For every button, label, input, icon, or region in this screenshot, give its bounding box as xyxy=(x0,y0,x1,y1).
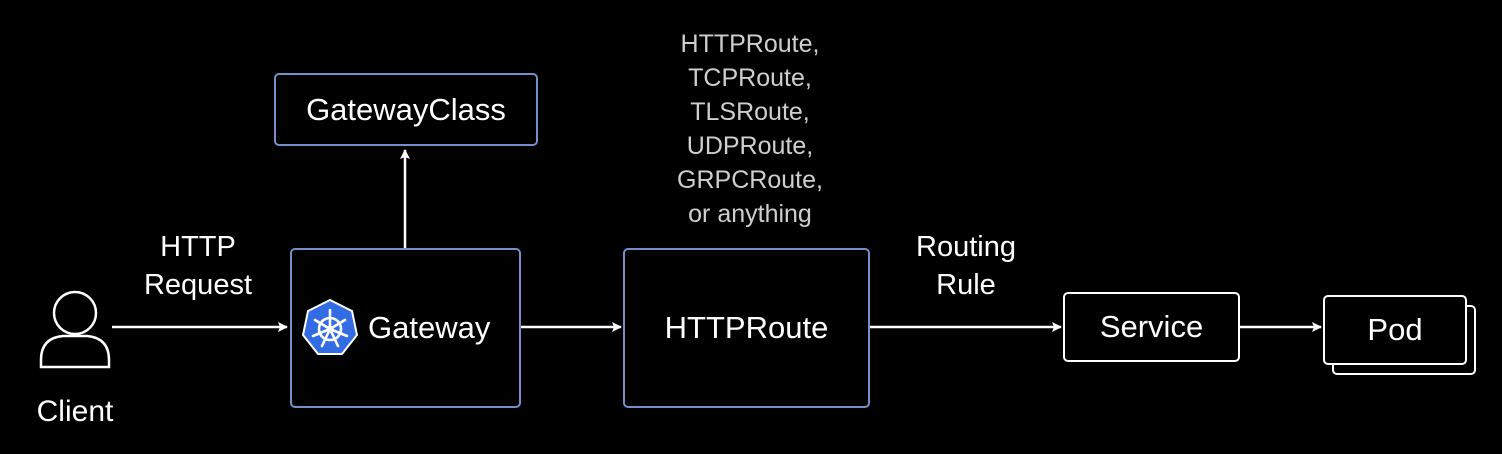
route-type-item: TCPRoute, xyxy=(688,64,812,92)
routing-rule-line-1: Routing xyxy=(916,231,1016,263)
httproute-box[interactable]: HTTPRoute xyxy=(623,248,870,408)
gatewayclass-label: GatewayClass xyxy=(306,91,506,127)
gatewayclass-box[interactable]: GatewayClass xyxy=(274,73,538,146)
httproute-label: HTTPRoute xyxy=(664,310,829,345)
pod-label: Pod xyxy=(1367,312,1423,347)
person-icon xyxy=(39,290,111,369)
http-request-line-1: HTTP xyxy=(160,231,236,263)
http-request-line-2: Request xyxy=(143,269,252,301)
route-type-item: TLSRoute, xyxy=(690,98,810,126)
client-label: Client xyxy=(36,395,114,428)
routing-rule-label: Routing Rule xyxy=(886,228,1046,304)
http-request-label: HTTP Request xyxy=(118,228,278,304)
gateway-label: Gateway xyxy=(368,310,491,345)
kubernetes-helm-icon xyxy=(301,298,359,355)
service-box[interactable]: Service xyxy=(1063,292,1240,362)
route-type-item: GRPCRoute, xyxy=(677,166,823,194)
route-type-item: UDPRoute, xyxy=(686,132,814,160)
route-types-list: HTTPRoute, TCPRoute, TLSRoute, UDPRoute,… xyxy=(640,27,860,231)
service-label: Service xyxy=(1099,309,1204,344)
routing-rule-line-2: Rule xyxy=(936,269,996,301)
gateway-box[interactable]: Gateway xyxy=(290,248,521,408)
route-type-item: or anything xyxy=(688,200,812,228)
pod-box[interactable]: Pod xyxy=(1323,295,1467,365)
route-type-item: HTTPRoute, xyxy=(680,30,820,58)
